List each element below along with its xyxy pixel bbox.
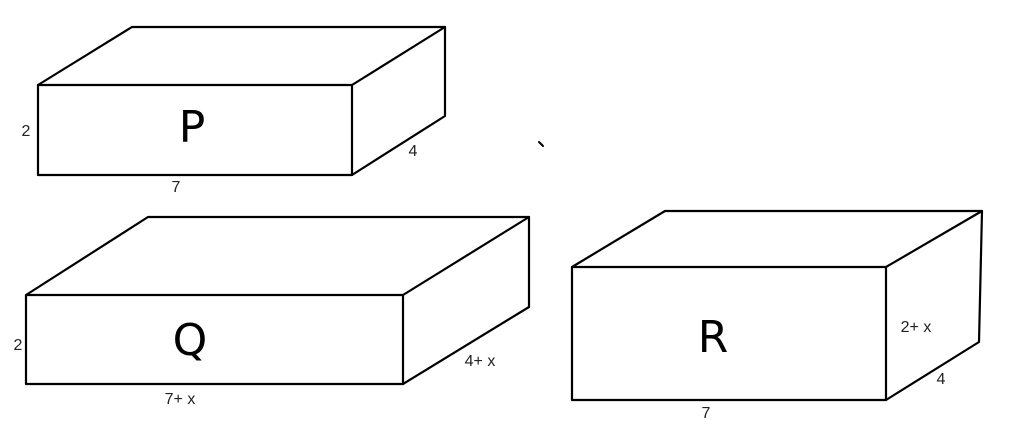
box-p-top-face bbox=[36, 25, 447, 87]
box-q: Q 2 7+ x 4+ x bbox=[14, 215, 531, 408]
box-p: P 2 7 4 bbox=[22, 25, 447, 196]
box-r: R 2+ x 7 4 bbox=[570, 209, 984, 422]
box-r-side-face bbox=[884, 209, 984, 402]
box-r-top-face bbox=[570, 209, 984, 269]
box-r-front-face bbox=[570, 265, 888, 402]
box-q-top-face bbox=[24, 215, 531, 297]
box-q-length-label: 7+ x bbox=[165, 391, 196, 408]
box-r-length-label: 7 bbox=[702, 405, 711, 422]
box-r-height-label: 2+ x bbox=[901, 319, 932, 336]
box-q-depth-label: 4+ x bbox=[465, 353, 496, 370]
box-p-label: P bbox=[179, 102, 206, 153]
stray-mark bbox=[538, 141, 544, 147]
box-p-length-label: 7 bbox=[172, 179, 181, 196]
box-p-depth-label: 4 bbox=[409, 143, 418, 160]
box-r-depth-label: 4 bbox=[937, 371, 946, 388]
box-q-height-label: 2 bbox=[14, 337, 23, 354]
box-r-label: R bbox=[698, 312, 729, 363]
box-p-height-label: 2 bbox=[22, 123, 31, 140]
box-q-side-face bbox=[401, 215, 531, 386]
box-q-label: Q bbox=[173, 315, 208, 366]
box-p-side-face bbox=[350, 25, 447, 177]
box-q-front-face bbox=[24, 293, 405, 386]
